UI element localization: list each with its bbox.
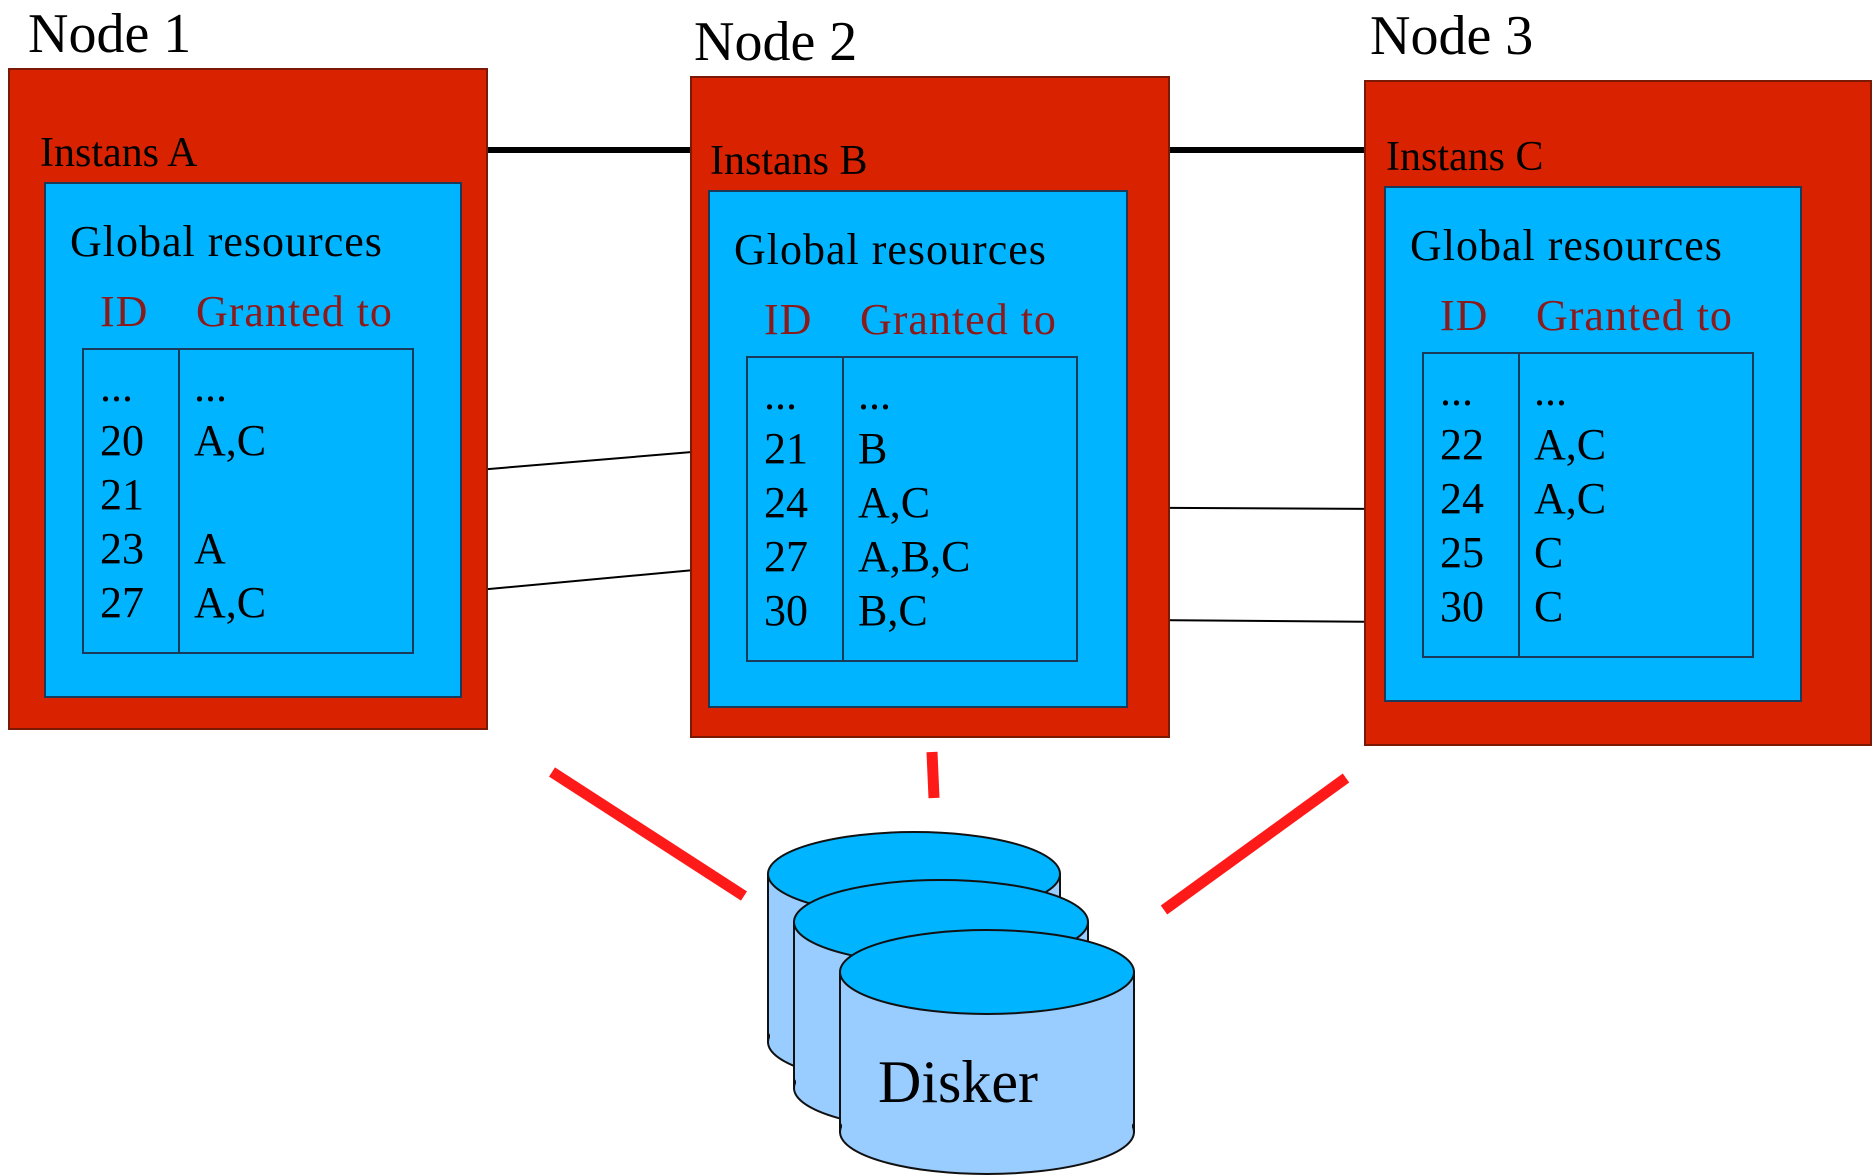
table-row: 27 A,C bbox=[84, 576, 412, 630]
instance-box-b: Instans B Global resources ID Granted to… bbox=[690, 76, 1170, 738]
cell-id: 22 bbox=[1440, 420, 1484, 469]
column-header-granted-to: Granted to bbox=[860, 295, 1057, 344]
cell-granted-to: A,C bbox=[1534, 420, 1607, 469]
table-row: 30 B,C bbox=[748, 584, 1076, 638]
table-row: 21 bbox=[84, 468, 412, 522]
column-header-granted-to: Granted to bbox=[1536, 291, 1733, 340]
cell-granted-to: C bbox=[1534, 582, 1564, 631]
table-row: 24 A,C bbox=[1424, 472, 1752, 526]
cell-id: 20 bbox=[100, 416, 144, 465]
node-label-1: Node 1 bbox=[28, 3, 192, 65]
resource-table: ... ... 22 A,C 24 A,C 25 C 30 C bbox=[1422, 352, 1754, 658]
node-label-2: Node 2 bbox=[694, 11, 858, 73]
panel-title: Global resources bbox=[70, 217, 383, 266]
cell-granted-to: B,C bbox=[858, 586, 928, 635]
table-row: 22 A,C bbox=[1424, 418, 1752, 472]
column-header-id: ID bbox=[764, 295, 813, 344]
cell-id: ... bbox=[1440, 366, 1473, 415]
cell-id: 27 bbox=[764, 532, 808, 581]
cell-id: 30 bbox=[1440, 582, 1484, 631]
table-row: 25 C bbox=[1424, 526, 1752, 580]
table-row: ... ... bbox=[84, 360, 412, 414]
column-header-id: ID bbox=[100, 287, 149, 336]
global-resources-panel-c: Global resources ID Granted to ... ... 2… bbox=[1384, 186, 1802, 702]
storage-link-node-2 bbox=[926, 751, 940, 799]
storage-link-node-3 bbox=[1160, 773, 1350, 915]
global-resources-panel-a: Global resources ID Granted to ... ... 2… bbox=[44, 182, 462, 698]
cell-granted-to: A,C bbox=[194, 578, 267, 627]
cell-granted-to: ... bbox=[194, 362, 227, 411]
cell-granted-to: ... bbox=[858, 370, 891, 419]
cell-granted-to: B bbox=[858, 424, 888, 473]
instance-box-c: Instans C Global resources ID Granted to… bbox=[1364, 80, 1872, 746]
resource-table: ... ... 21 B 24 A,C 27 A,B,C 30 B,C bbox=[746, 356, 1078, 662]
cell-id: 24 bbox=[764, 478, 808, 527]
disk-stack bbox=[767, 831, 1135, 1175]
instance-box-a: Instans A Global resources ID Granted to… bbox=[8, 68, 488, 730]
disk-cylinder-front bbox=[839, 929, 1135, 1175]
cell-id: 21 bbox=[100, 470, 144, 519]
cell-id: 23 bbox=[100, 524, 144, 573]
cell-id: 24 bbox=[1440, 474, 1484, 523]
column-divider bbox=[1518, 354, 1520, 656]
instance-label-a: Instans A bbox=[40, 130, 198, 176]
column-divider bbox=[178, 350, 180, 652]
cell-id: 25 bbox=[1440, 528, 1484, 577]
cell-granted-to: C bbox=[1534, 528, 1564, 577]
cell-granted-to: A,C bbox=[858, 478, 931, 527]
global-resources-panel-b: Global resources ID Granted to ... ... 2… bbox=[708, 190, 1128, 708]
table-row: ... ... bbox=[1424, 364, 1752, 418]
cell-id: 21 bbox=[764, 424, 808, 473]
cell-id: ... bbox=[764, 370, 797, 419]
table-row: 24 A,C bbox=[748, 476, 1076, 530]
cell-granted-to: A,B,C bbox=[858, 532, 971, 581]
cell-granted-to: A bbox=[194, 524, 226, 573]
instance-label-c: Instans C bbox=[1386, 134, 1544, 180]
column-header-id: ID bbox=[1440, 291, 1489, 340]
column-divider bbox=[842, 358, 844, 660]
panel-title: Global resources bbox=[1410, 221, 1723, 270]
column-header-granted-to: Granted to bbox=[196, 287, 393, 336]
resource-table: ... ... 20 A,C 21 23 A 27 A,C bbox=[82, 348, 414, 654]
node-label-3: Node 3 bbox=[1370, 5, 1534, 67]
cell-id: 27 bbox=[100, 578, 144, 627]
cell-granted-to: A,C bbox=[1534, 474, 1607, 523]
cell-id: ... bbox=[100, 362, 133, 411]
panel-title: Global resources bbox=[734, 225, 1047, 274]
table-row: ... ... bbox=[748, 368, 1076, 422]
table-row: 23 A bbox=[84, 522, 412, 576]
table-row: 20 A,C bbox=[84, 414, 412, 468]
table-row: 27 A,B,C bbox=[748, 530, 1076, 584]
table-row: 21 B bbox=[748, 422, 1076, 476]
cell-id: 30 bbox=[764, 586, 808, 635]
cell-granted-to: A,C bbox=[194, 416, 267, 465]
storage-label: Disker bbox=[878, 1049, 1038, 1115]
storage-link-node-1 bbox=[549, 767, 747, 901]
instance-label-b: Instans B bbox=[710, 138, 868, 184]
table-row: 30 C bbox=[1424, 580, 1752, 634]
cell-granted-to: ... bbox=[1534, 366, 1567, 415]
